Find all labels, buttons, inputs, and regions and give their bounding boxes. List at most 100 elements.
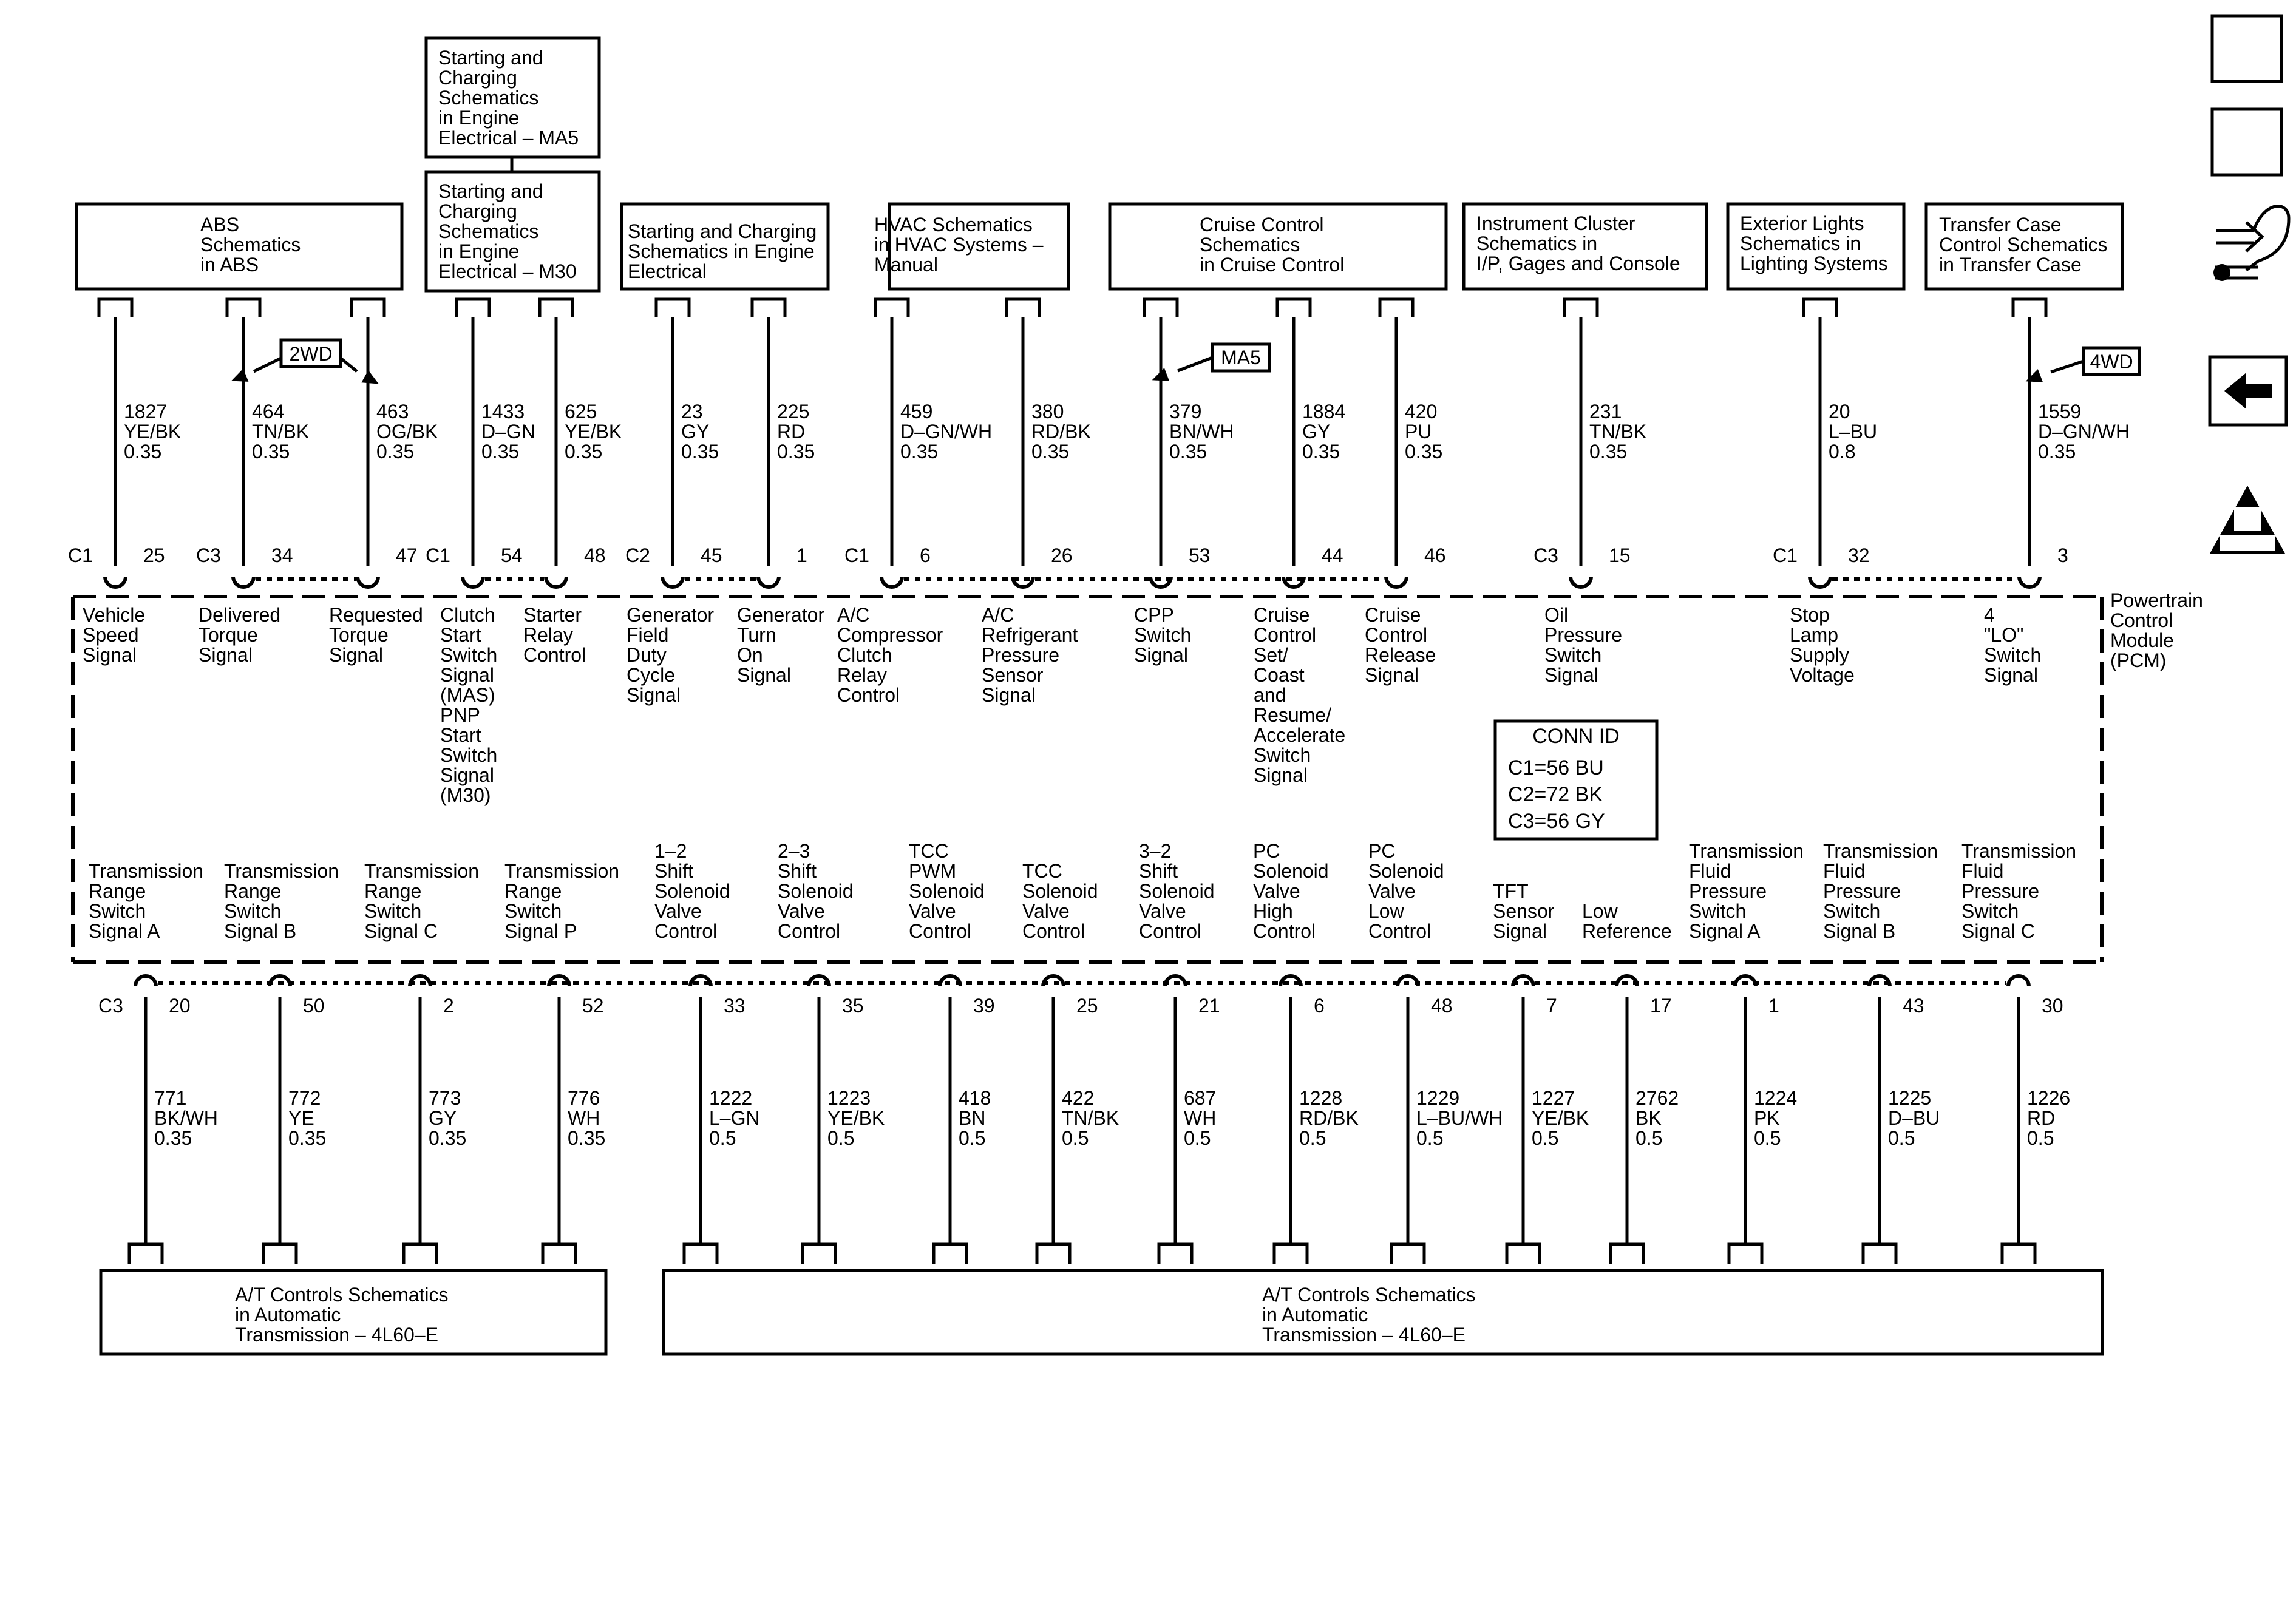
- pin-number: 15: [1609, 544, 1631, 566]
- conn-id-box: [1493, 719, 1659, 841]
- connector-pin: [356, 576, 380, 589]
- wire-gauge: 0.35: [154, 1127, 192, 1149]
- reference-box[interactable]: [1924, 202, 2124, 291]
- connector-id: C3: [196, 544, 221, 566]
- wire-gauge: 0.5: [1416, 1127, 1443, 1149]
- pin-function-label: Signal: [982, 684, 1036, 706]
- circuit-number: 1227: [1532, 1087, 1575, 1109]
- pin-function-label: Signal C: [1961, 920, 2035, 942]
- connector-pin: [547, 974, 571, 987]
- pin-function-label: Range: [224, 880, 281, 902]
- wire-color: BK/WH: [154, 1107, 218, 1129]
- circuit-number: 1228: [1299, 1087, 1342, 1109]
- pin-function-label: Start: [440, 624, 481, 646]
- circuit-number: 463: [376, 401, 409, 422]
- wire-terminal: [932, 1242, 968, 1264]
- circuit-number: 380: [1031, 401, 1064, 422]
- pin-number: 25: [143, 544, 165, 566]
- circuit-number: 20: [1829, 401, 1850, 422]
- pin-function-label: Switch: [89, 900, 146, 922]
- reference-box-label: A/T Controls Schematics: [1262, 1284, 1476, 1306]
- navigation-icons[interactable]: [2208, 14, 2291, 554]
- reference-box[interactable]: [99, 1269, 608, 1356]
- pin-function-label: Control: [909, 920, 971, 942]
- pin-function-label: Pressure: [1689, 880, 1767, 902]
- connector-pin: [134, 974, 158, 987]
- wire-color: GY: [681, 421, 709, 442]
- wire-gauge: 0.35: [568, 1127, 605, 1149]
- pin-number: 20: [169, 995, 191, 1017]
- connector-arrow-shape: [2216, 221, 2264, 253]
- connector-wrench-icon[interactable]: [2213, 205, 2291, 281]
- pin-function-label: Turn: [737, 624, 776, 646]
- wire-terminal: [1609, 1242, 1645, 1264]
- wire-terminal: [1563, 297, 1599, 317]
- pin-function-label: Switch: [1689, 900, 1746, 922]
- reference-box[interactable]: [75, 202, 404, 291]
- circuit-number: 776: [568, 1087, 600, 1109]
- wire-gauge: 0.5: [827, 1127, 854, 1149]
- obd-ii-label-box: [2220, 535, 2275, 551]
- pin-function-label: Cruise: [1254, 604, 1309, 626]
- reference-box-label: in ABS: [200, 254, 259, 276]
- desc-icon[interactable]: [2210, 107, 2283, 177]
- wire-terminal: [127, 1242, 164, 1264]
- pin-function-label: 4: [1984, 604, 1995, 626]
- reference-box-label: A/T Controls Schematics: [235, 1284, 449, 1306]
- connector-id: C1: [426, 544, 450, 566]
- pin-number: 6: [1314, 995, 1325, 1017]
- pin-function-label: Clutch: [440, 604, 495, 626]
- circuit-number: 464: [252, 401, 284, 422]
- pin-number: 26: [1051, 544, 1073, 566]
- pin-function-label: Range: [504, 880, 562, 902]
- loc-icon[interactable]: [2210, 14, 2283, 83]
- pin-function-label: Vehicle: [83, 604, 145, 626]
- reference-box-label: in Automatic: [235, 1304, 341, 1326]
- option-tag-4wd: 4WD: [2090, 351, 2133, 373]
- reference-box[interactable]: [888, 202, 1070, 291]
- reference-box-label: Schematics: [1200, 234, 1300, 256]
- pin-function-label: Starter: [523, 604, 582, 626]
- reference-box[interactable]: [424, 170, 601, 293]
- pin-function-label: Relay: [523, 624, 573, 646]
- pin-number: 52: [582, 995, 604, 1017]
- reference-box-label: Charging: [438, 200, 517, 222]
- wire-gauge: 0.5: [1754, 1127, 1781, 1149]
- pin-function-label: Switch: [364, 900, 421, 922]
- reference-box[interactable]: [662, 1269, 2104, 1356]
- wire-color: RD/BK: [1299, 1107, 1359, 1129]
- pin-function-label: TCC: [909, 840, 949, 862]
- reference-box[interactable]: [620, 202, 830, 291]
- reference-box[interactable]: [1108, 202, 1448, 291]
- reference-box-label: Schematics in Engine: [628, 240, 815, 262]
- pin-function-label: Solenoid: [1022, 880, 1098, 902]
- wire-color: OG/BK: [376, 421, 438, 442]
- wire-terminal: [1390, 1242, 1426, 1264]
- reference-box-label: Starting and: [438, 180, 543, 202]
- wire-gauge: 0.35: [681, 441, 719, 463]
- pin-function-label: Transmission: [89, 860, 203, 882]
- circuit-number: 1224: [1754, 1087, 1797, 1109]
- pcm-name-label: Control: [2110, 609, 2173, 631]
- reference-box-label: Schematics: [200, 234, 301, 256]
- wire-color: WH: [1184, 1107, 1216, 1129]
- conn-id-line: C2=72 BK: [1508, 783, 1603, 806]
- pin-function-label: Transmission: [224, 860, 339, 882]
- pin-function-label: Requested: [329, 604, 423, 626]
- reference-box[interactable]: [424, 36, 601, 159]
- pin-function-label: Transmission: [1823, 840, 1938, 862]
- reference-box-label: ABS: [200, 214, 239, 236]
- pin-function-label: Switch: [504, 900, 562, 922]
- reference-box-label: in Transfer Case: [1939, 254, 2082, 276]
- reference-box-label: Exterior Lights: [1740, 212, 1864, 234]
- reference-box[interactable]: [1462, 202, 1708, 291]
- wire-color: PU: [1405, 421, 1432, 442]
- wire-terminal: [1727, 1242, 1764, 1264]
- tag-arrow: [2050, 359, 2084, 374]
- wire-color: BN: [959, 1107, 985, 1129]
- wrench-head-shape: [2213, 264, 2230, 281]
- reference-box-label: Cruise Control: [1200, 214, 1324, 236]
- reference-box[interactable]: [1726, 202, 1906, 291]
